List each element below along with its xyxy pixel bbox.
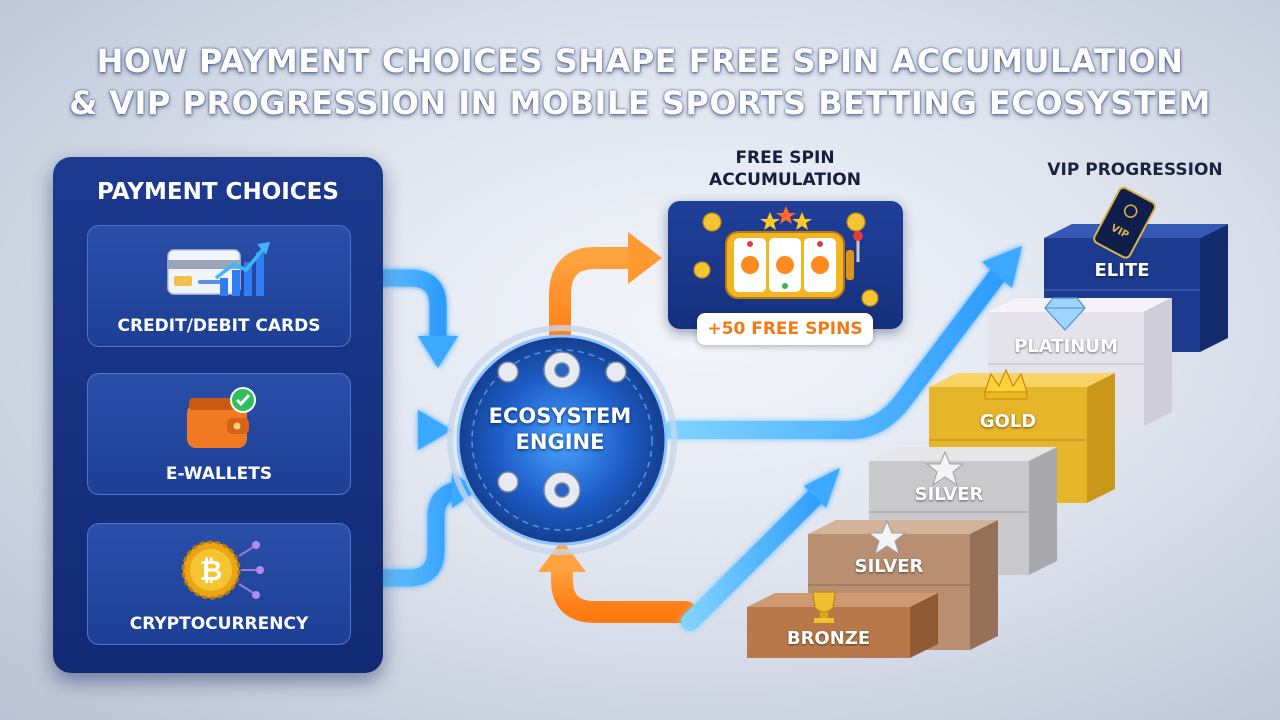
gears-icon: [497, 351, 627, 509]
tier-label-gold: GOLD: [979, 411, 1037, 432]
free-spin-title-line-2: ACCUMULATION: [709, 170, 861, 190]
bitcoin-coin-icon: ₿: [171, 536, 267, 606]
ecosystem-engine-label: ECOSYSTEM ENGINE: [470, 403, 650, 455]
payment-choices-panel: PAYMENT CHOICES CREDIT/DEBIT CARDS: [53, 157, 383, 673]
svg-text:₿: ₿: [200, 554, 223, 587]
diamond-icon: [1044, 297, 1086, 331]
payment-option-crypto[interactable]: ₿ CRYPTOCURRENCY: [87, 523, 351, 645]
engine-label-line-1: ECOSYSTEM: [488, 404, 632, 428]
arrow-engine-to-free-spins: [549, 232, 662, 356]
vip-progression-title: VIP PROGRESSION: [1047, 160, 1223, 180]
page-title-line-2: & VIP PROGRESSION IN MOBILE SPORTS BETTI…: [69, 84, 1211, 122]
tier-label-silver-upper: SILVER: [914, 484, 984, 505]
payment-option-ewallets[interactable]: E-WALLETS: [87, 373, 351, 495]
star-icon: [867, 519, 907, 556]
tier-label-bronze: BRONZE: [786, 628, 871, 649]
tier-label-silver-lower: SILVER: [854, 556, 924, 577]
payment-option-label: CREDIT/DEBIT CARDS: [117, 316, 321, 336]
free-spin-title: FREE SPIN ACCUMULATION: [680, 147, 890, 191]
star-icon: [925, 450, 965, 487]
payment-option-cards[interactable]: CREDIT/DEBIT CARDS: [87, 225, 351, 347]
arrow-feedback-to-engine: [538, 540, 697, 623]
payment-panel-title: PAYMENT CHOICES: [97, 179, 339, 205]
vip-card-icon: VIP: [1093, 186, 1157, 259]
page-title-line-1: HOW PAYMENT CHOICES SHAPE FREE SPIN ACCU…: [96, 42, 1184, 80]
arrow-feedback-to-silver: [681, 468, 840, 631]
tier-block-bronze: [747, 593, 938, 658]
engine-label-line-2: ENGINE: [515, 430, 605, 454]
tier-label-platinum: PLATINUM: [1014, 336, 1118, 357]
payment-option-label: E-WALLETS: [165, 464, 273, 484]
wallet-check-icon: [179, 386, 259, 456]
ecosystem-engine: [447, 325, 677, 555]
payment-option-label: CRYPTOCURRENCY: [129, 614, 309, 634]
arrow-engine-to-vip: [663, 246, 1022, 439]
arrow-cards-to-engine: [341, 269, 458, 368]
tier-label-elite: ELITE: [1094, 260, 1150, 281]
crown-icon: [984, 368, 1028, 400]
credit-card-growth-icon: [164, 238, 274, 304]
vip-staircase: VIP: [747, 186, 1228, 658]
free-spin-title-line-1: FREE SPIN: [735, 148, 835, 168]
free-spins-badge: +50 FREE SPINS: [697, 313, 873, 345]
slot-machine-icon: [693, 206, 879, 307]
trophy-icon: [812, 591, 836, 623]
